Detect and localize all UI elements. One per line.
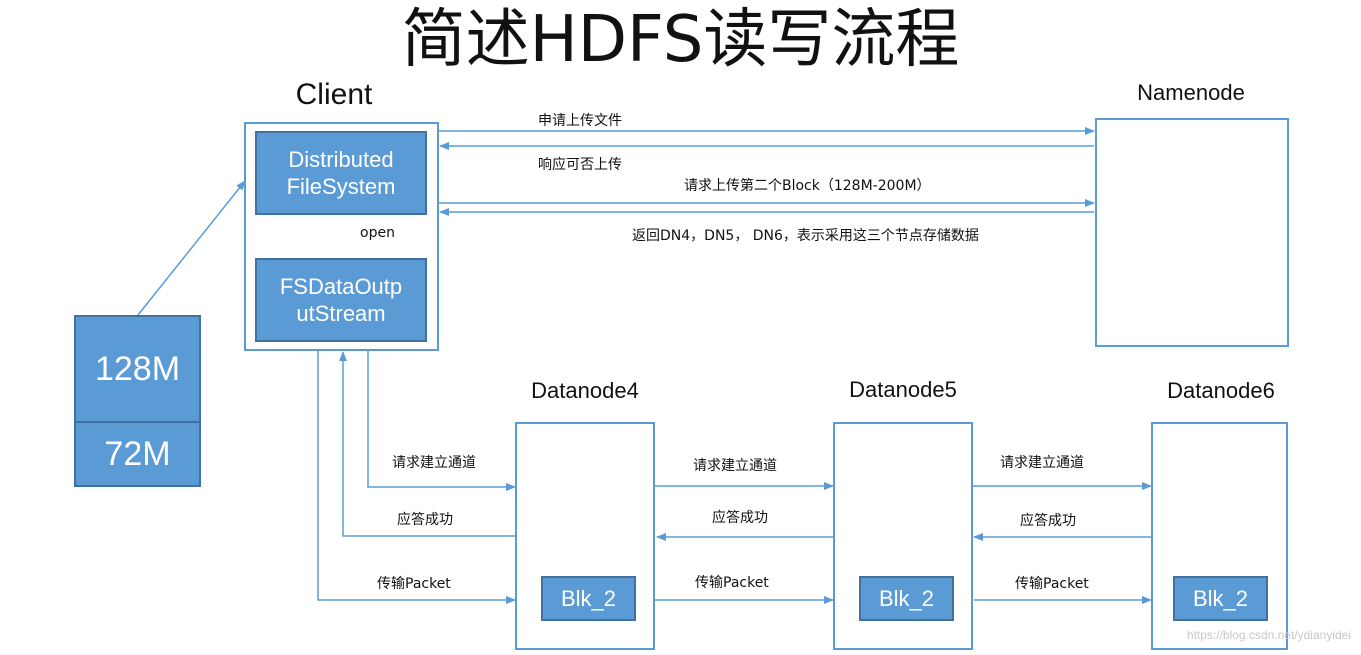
fsdataoutputstream-label: FSDataOutp utStream [279, 274, 403, 326]
build-channel-label-2: 请求建立通道 [693, 458, 777, 474]
upload-request-label: 申请上传文件 [538, 113, 622, 129]
ack-label-3: 应答成功 [1020, 513, 1076, 529]
datanode5-label: Datanode5 [849, 377, 957, 402]
ack-label-1: 应答成功 [397, 512, 453, 528]
upload-response-label: 响应可否上传 [538, 157, 622, 173]
build-channel-label-3: 请求建立通道 [1000, 455, 1084, 471]
file-to-client-arrow [137, 180, 246, 316]
block-72m-label: 72M [104, 434, 171, 473]
client-packet-arrow [317, 350, 516, 604]
build-channel-label-1: 请求建立通道 [392, 455, 476, 471]
dn4-ack-arrow [339, 351, 515, 537]
block-72m: 72M [74, 421, 201, 487]
page-title: 简述HDFS读写流程 [401, 3, 960, 77]
datanode5-block: Blk_2 [859, 576, 954, 621]
dn-response-label: 返回DN4，DN5， DN6，表示采用这三个节点存储数据 [632, 228, 979, 244]
packet-label-2: 传输Packet [695, 575, 769, 591]
namenode-label: Namenode [1137, 80, 1245, 105]
client-build-channel-arrow [367, 350, 516, 491]
namenode-box [1095, 118, 1289, 347]
datanode4-block: Blk_2 [541, 576, 636, 621]
block-128m: 128M [74, 315, 201, 423]
client-label: Client [295, 78, 373, 111]
datanode4-block-label: Blk_2 [560, 585, 617, 611]
datanode4-label: Datanode4 [531, 378, 639, 403]
watermark: https://blog.csdn.net/ydianyidei [1186, 628, 1351, 642]
fsdataoutputstream-box: FSDataOutp utStream [255, 258, 427, 342]
datanode6-label: Datanode6 [1167, 378, 1275, 403]
datanode6-block-label: Blk_2 [1192, 585, 1249, 611]
second-block-request-label: 请求上传第二个Block（128M-200M） [684, 178, 931, 194]
packet-label-3: 传输Packet [1015, 576, 1089, 592]
block-128m-label: 128M [94, 349, 181, 388]
datanode6-block: Blk_2 [1173, 576, 1268, 621]
open-label: open [360, 225, 395, 241]
ack-label-2: 应答成功 [712, 510, 768, 526]
packet-label-1: 传输Packet [377, 576, 451, 592]
distributed-filesystem-label: Distributed FileSystem [286, 147, 396, 199]
distributed-filesystem-box: Distributed FileSystem [255, 131, 427, 215]
datanode5-block-label: Blk_2 [878, 585, 935, 611]
